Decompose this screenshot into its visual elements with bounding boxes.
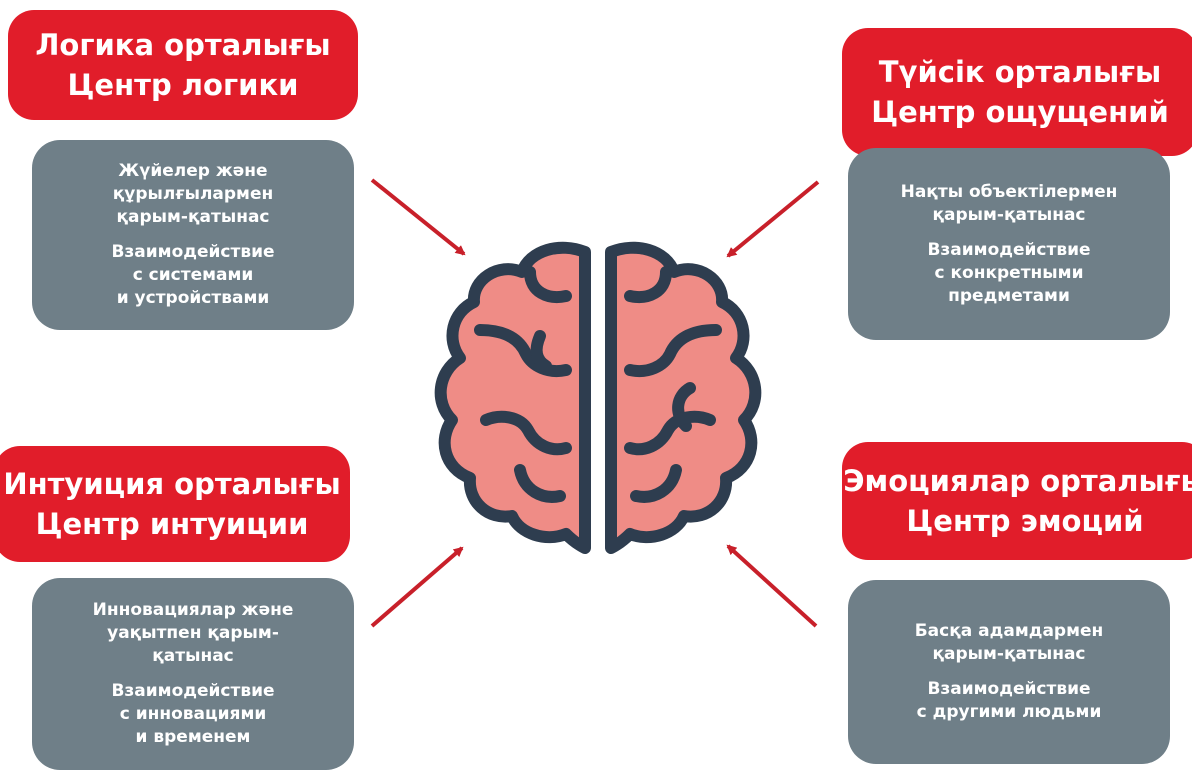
emotion-title-kz: Эмоциялар орталығы [843,464,1192,498]
brain-left-fold-5 [514,464,566,503]
intuition-desc-kz: Инновациялар және уақытпен қарым- қатына… [92,600,294,666]
arrow-emotion [726,544,818,628]
intuition-title-ru: Центр интуиции [35,507,309,541]
intuition-title-kz: Интуиция орталығы [3,467,341,501]
brain-left-fold-2 [474,324,572,377]
brain-left-fold-1 [524,266,572,303]
arrow-sensing [726,180,820,258]
emotion-desc-ru: Взаимодействие с другими людьми [916,679,1102,722]
sensing-title-kz: Түйсік орталығы [878,55,1162,89]
brain-right-fold-4 [624,410,716,456]
logic-title-kz: Логика орталығы [35,28,331,62]
logic-title-ru: Центр логики [67,68,299,102]
brain-right-fold-2 [624,324,722,377]
sensing-title-ru: Центр ощущений [871,95,1169,129]
arrow-intuition [370,546,464,628]
emotion-center-description: Басқа адамдармен қарым-қатынас Взаимодей… [848,580,1170,764]
emotion-title-ru: Центр эмоций [906,504,1144,538]
emotion-desc-kz: Басқа адамдармен қарым-қатынас [914,621,1104,664]
sensing-center-title: Түйсік орталығы Центр ощущений [842,28,1192,156]
logic-center-description: Жүйелер және құрылғылармен қарым-қатынас… [32,140,354,330]
brain-right-fold-5 [630,464,682,503]
emotion-center-title: Эмоциялар орталығы Центр эмоций [842,442,1192,560]
arrow-logic [370,178,466,256]
sensing-center-description: Нақты объектілермен қарым-қатынас Взаимо… [848,148,1170,340]
brain-right-fold-1 [624,266,672,303]
brain-left-fold-4 [480,410,572,456]
sensing-desc-ru: Взаимодействие с конкретными предметами [927,239,1091,306]
logic-center-title: Логика орталығы Центр логики [8,10,358,120]
intuition-center-description: Инновациялар және уақытпен қарым- қатына… [32,578,354,770]
logic-desc-ru: Взаимодействие с системами и устройствам… [111,242,275,308]
logic-desc-kz: Жүйелер және құрылғылармен қарым-қатынас [112,161,274,227]
sensing-desc-kz: Нақты объектілермен қарым-қатынас [900,181,1118,225]
brain-icon [434,241,762,554]
brain-left-fold-3 [530,330,552,372]
brain-left-hemisphere [434,241,591,554]
intuition-center-title: Интуиция орталығы Центр интуиции [0,446,350,562]
intuition-desc-ru: Взаимодействие с инновациями и временем [111,681,275,747]
